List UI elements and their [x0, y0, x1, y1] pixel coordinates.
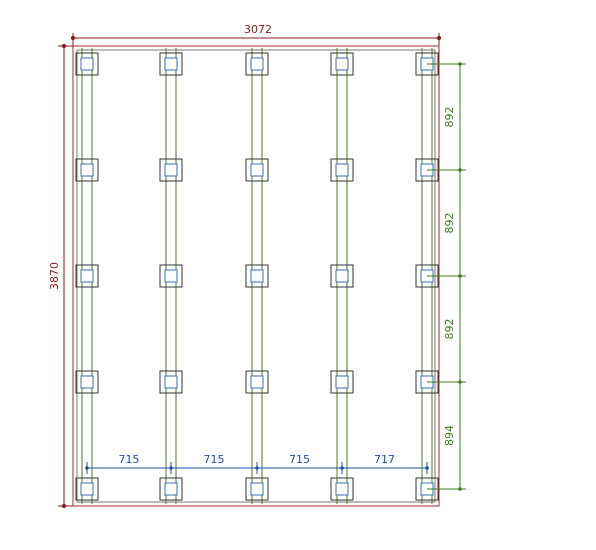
pier-outer — [159, 264, 183, 288]
column-spacing-label: 715 — [289, 453, 310, 466]
pier-outer — [159, 158, 183, 182]
pier — [245, 158, 269, 182]
pier-inner — [335, 57, 349, 71]
row-dimension-tick — [458, 168, 462, 172]
pier-inner — [80, 269, 94, 283]
row-spacing-label: 892 — [443, 319, 456, 340]
column-dimension-tick — [255, 466, 259, 470]
pier-inner — [335, 482, 349, 496]
pier-outer — [245, 370, 269, 394]
pier-outer — [75, 52, 99, 76]
row-spacing-label: 894 — [443, 425, 456, 446]
pier-inner — [164, 482, 178, 496]
column-spacing-label: 715 — [119, 453, 140, 466]
pier — [330, 370, 354, 394]
row-spacing-dimension: 892 892 892 894 — [427, 62, 466, 491]
pier-outer — [159, 477, 183, 501]
pier — [159, 477, 183, 501]
row-dimension-tick — [458, 487, 462, 491]
pier-inner — [250, 269, 264, 283]
row-spacing-label: 892 — [443, 107, 456, 128]
pier — [159, 264, 183, 288]
pier-outer — [245, 264, 269, 288]
pier-outer — [330, 158, 354, 182]
pier — [75, 477, 99, 501]
column-dimension-tick — [340, 466, 344, 470]
pier-inner — [164, 375, 178, 389]
pier-outer — [245, 158, 269, 182]
overall-width-dimension — [70, 33, 442, 46]
pier-inner — [250, 163, 264, 177]
pier-inner — [80, 482, 94, 496]
pier — [75, 264, 99, 288]
column-spacing-label: 715 — [204, 453, 225, 466]
pier — [245, 477, 269, 501]
pier-inner — [80, 163, 94, 177]
pier-inner — [80, 57, 94, 71]
pier — [75, 52, 99, 76]
pier-outer — [75, 477, 99, 501]
pier — [159, 52, 183, 76]
column-dimension-tick — [169, 466, 173, 470]
pier — [330, 264, 354, 288]
pier — [75, 158, 99, 182]
pier-outer — [159, 370, 183, 394]
pier-outer — [330, 264, 354, 288]
column-spacing-label: 717 — [374, 453, 395, 466]
overall-height-dimension — [58, 43, 73, 509]
pier-outer — [75, 158, 99, 182]
pier — [245, 264, 269, 288]
pier-outer — [159, 52, 183, 76]
pier-inner — [164, 57, 178, 71]
pier-outer — [330, 477, 354, 501]
column-spacing-dimension: 715 715 715 717 — [85, 453, 429, 474]
column-dimension-tick — [85, 466, 89, 470]
pier — [330, 52, 354, 76]
pier-inner — [164, 163, 178, 177]
pier — [330, 158, 354, 182]
pier-outer — [245, 52, 269, 76]
row-dimension-tick — [458, 274, 462, 278]
column-dimension-tick — [425, 466, 429, 470]
pier-inner — [250, 57, 264, 71]
pier-inner — [335, 375, 349, 389]
pier-inner — [164, 269, 178, 283]
overall-width-label: 3072 — [244, 23, 272, 36]
pier-inner — [250, 482, 264, 496]
pier-outer — [330, 52, 354, 76]
pier-inner — [80, 375, 94, 389]
row-dimension-tick — [458, 62, 462, 66]
pier-inner — [250, 375, 264, 389]
pier — [245, 370, 269, 394]
pier-outer — [245, 477, 269, 501]
pier — [159, 158, 183, 182]
row-spacing-label: 892 — [443, 213, 456, 234]
pier — [330, 477, 354, 501]
pier-outer — [330, 370, 354, 394]
pier-inner — [335, 269, 349, 283]
pier-outer — [75, 264, 99, 288]
pier — [245, 52, 269, 76]
pier-group — [75, 52, 439, 501]
pier — [75, 370, 99, 394]
row-dimension-tick — [458, 380, 462, 384]
overall-height-label: 3870 — [48, 262, 61, 290]
pier — [159, 370, 183, 394]
pier-inner — [335, 163, 349, 177]
pier-outer — [75, 370, 99, 394]
